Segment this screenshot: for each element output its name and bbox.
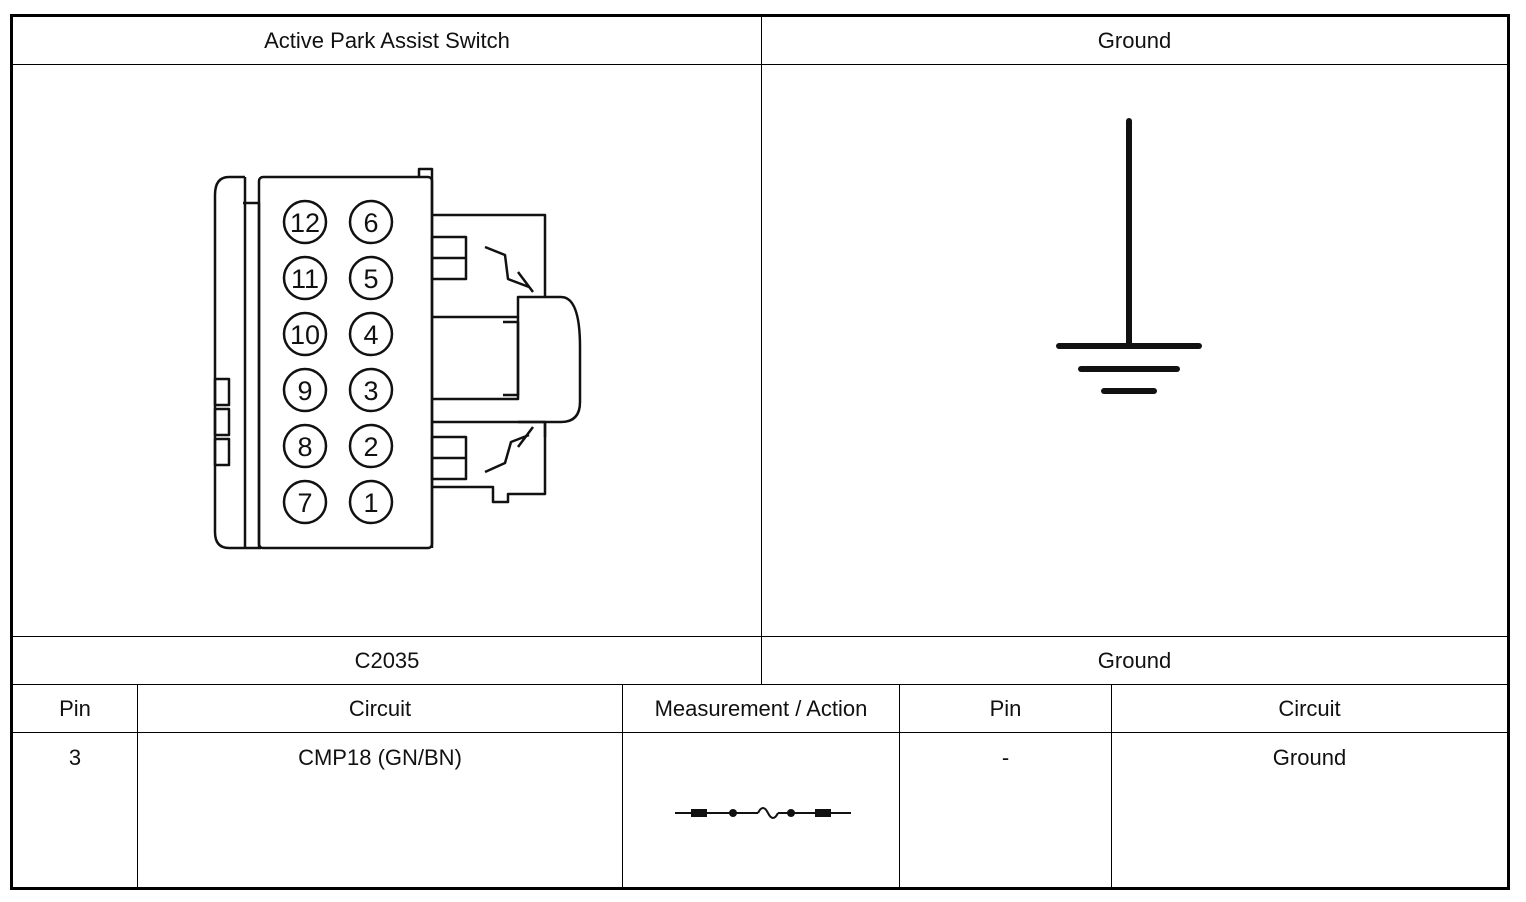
row-pin-b: -: [1001, 745, 1010, 770]
connector-body: [257, 175, 434, 550]
pin-circle: [348, 311, 394, 357]
row-pin: 3: [68, 745, 82, 770]
pin-number: 1: [363, 488, 378, 518]
right-title: Ground: [1097, 27, 1172, 53]
header-measurement-action: Measurement / Action: [654, 695, 868, 721]
connector-pin-6: 6: [348, 199, 394, 245]
pin-number: 4: [363, 320, 378, 350]
connector-pin-8: 8: [282, 423, 328, 469]
pin-number: 3: [363, 376, 378, 406]
divider: [761, 17, 762, 685]
connector-pin-12: 12: [282, 199, 328, 245]
connector-pin-5: 5: [348, 255, 394, 301]
ground-symbol-icon: [1056, 118, 1202, 394]
pin-number: 7: [297, 488, 312, 518]
pin-number: 2: [363, 432, 378, 462]
divider: [13, 64, 1507, 65]
header-circuit: Circuit: [348, 695, 412, 721]
divider: [13, 636, 1507, 637]
divider: [13, 732, 1507, 733]
pin-circle: [348, 367, 394, 413]
divider: [1111, 685, 1112, 890]
divider: [899, 685, 900, 890]
connector-face-diagram: 12 6 11 5 10 4 9 3 8 2 7 1: [213, 167, 582, 550]
row-measurement: [623, 733, 899, 890]
divider: [137, 685, 138, 890]
row-circuit: CMP18 (GN/BN): [298, 745, 462, 770]
resistance-meter-icon: [675, 807, 851, 819]
pin-number: 10: [290, 320, 320, 350]
header-pin: Pin: [59, 695, 91, 721]
divider: [13, 684, 1507, 685]
pin-circle: [282, 367, 328, 413]
pin-circle: [282, 479, 328, 525]
connector-test-table: Active Park Assist Switch Ground: [10, 14, 1510, 890]
pin-circle: [282, 199, 328, 245]
pin-number: 9: [297, 376, 312, 406]
pin-circle: [348, 199, 394, 245]
connector-pin-3: 3: [348, 367, 394, 413]
pin-number: 6: [363, 208, 378, 238]
pin-circle: [282, 311, 328, 357]
connector-pin-10: 10: [282, 311, 328, 357]
pin-circle: [282, 423, 328, 469]
pin-circle: [348, 479, 394, 525]
connector-pin-9: 9: [282, 367, 328, 413]
pin-number: 11: [291, 264, 319, 294]
pin-circle: [348, 423, 394, 469]
connector-pin-7: 7: [282, 479, 328, 525]
connector-pin-11: 11: [282, 255, 328, 301]
connector-id-left: C2035: [354, 647, 420, 673]
connector-pin-4: 4: [348, 311, 394, 357]
pin-number: 5: [363, 264, 378, 294]
pin-number: 12: [290, 208, 320, 238]
connector-pin-2: 2: [348, 423, 394, 469]
pin-circle: [282, 255, 328, 301]
left-title: Active Park Assist Switch: [264, 27, 510, 53]
header-circuit-b: Circuit: [1278, 695, 1341, 721]
divider: [622, 685, 623, 890]
header-pin-b: Pin: [989, 695, 1022, 721]
pin-circle: [348, 255, 394, 301]
connector-shell: [213, 175, 261, 550]
connector-id-right: Ground: [1097, 647, 1172, 673]
pin-number: 8: [297, 432, 312, 462]
connector-pin-1: 1: [348, 479, 394, 525]
row-circuit-b: Ground: [1272, 745, 1347, 770]
